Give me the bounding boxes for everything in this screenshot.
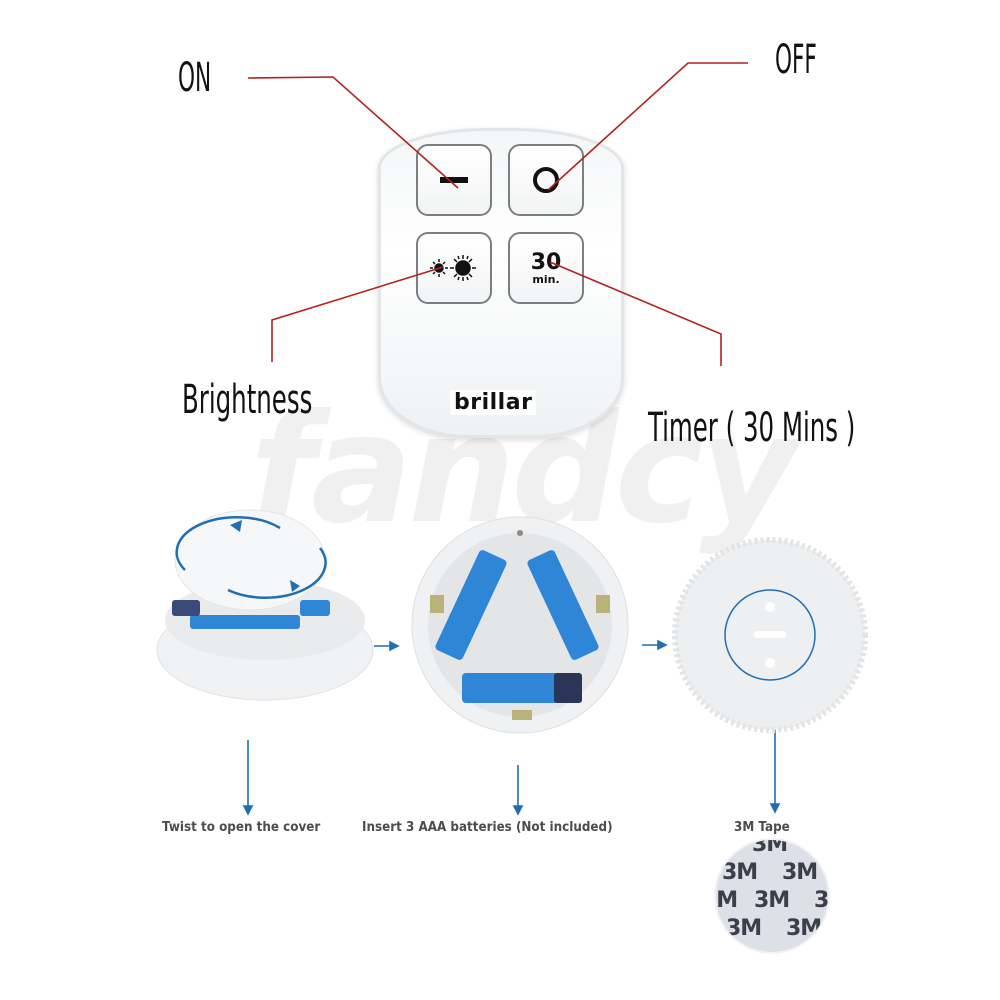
step-caption-twist: Twist to open the cover [162, 820, 321, 835]
remote-control: 30 min. brillar [378, 128, 624, 438]
tape-logo: 3M [782, 860, 818, 885]
callout-on: ON [178, 55, 212, 101]
tape-logo: 3M [786, 916, 822, 941]
tape-logo: 3M [814, 888, 828, 913]
dash-icon [440, 177, 468, 183]
brightness-button[interactable] [416, 232, 492, 304]
step-image-batteries [410, 515, 630, 735]
step-image-back-mount [670, 535, 870, 735]
brightness-sun-icon [430, 255, 476, 281]
callout-brightness: Brightness [182, 377, 313, 423]
circle-icon [533, 167, 559, 193]
timer-icon: 30 min. [530, 249, 562, 286]
callout-timer: Timer ( 30 Mins ) [648, 405, 856, 451]
brand-logo: brillar [450, 390, 537, 415]
step-caption-tape: 3M Tape [734, 820, 790, 835]
timer-button[interactable]: 30 min. [508, 232, 584, 304]
timer-number: 30 [530, 249, 562, 275]
tape-logo: 3M [726, 916, 762, 941]
callout-off: OFF [775, 37, 817, 83]
timer-unit: min. [532, 272, 560, 286]
tape-logo: 3M [716, 888, 738, 913]
tape-logo: 3M [752, 840, 788, 857]
step-caption-batteries: Insert 3 AAA batteries (Not included) [362, 820, 613, 835]
3m-tape-pad: 3M 3M 3M 3M 3M 3M 3M 3M [716, 840, 828, 952]
on-button[interactable] [416, 144, 492, 216]
tape-logo: 3M [722, 860, 758, 885]
tape-logo: 3M [754, 888, 790, 913]
step-image-open-cover [150, 500, 380, 710]
off-button[interactable] [508, 144, 584, 216]
